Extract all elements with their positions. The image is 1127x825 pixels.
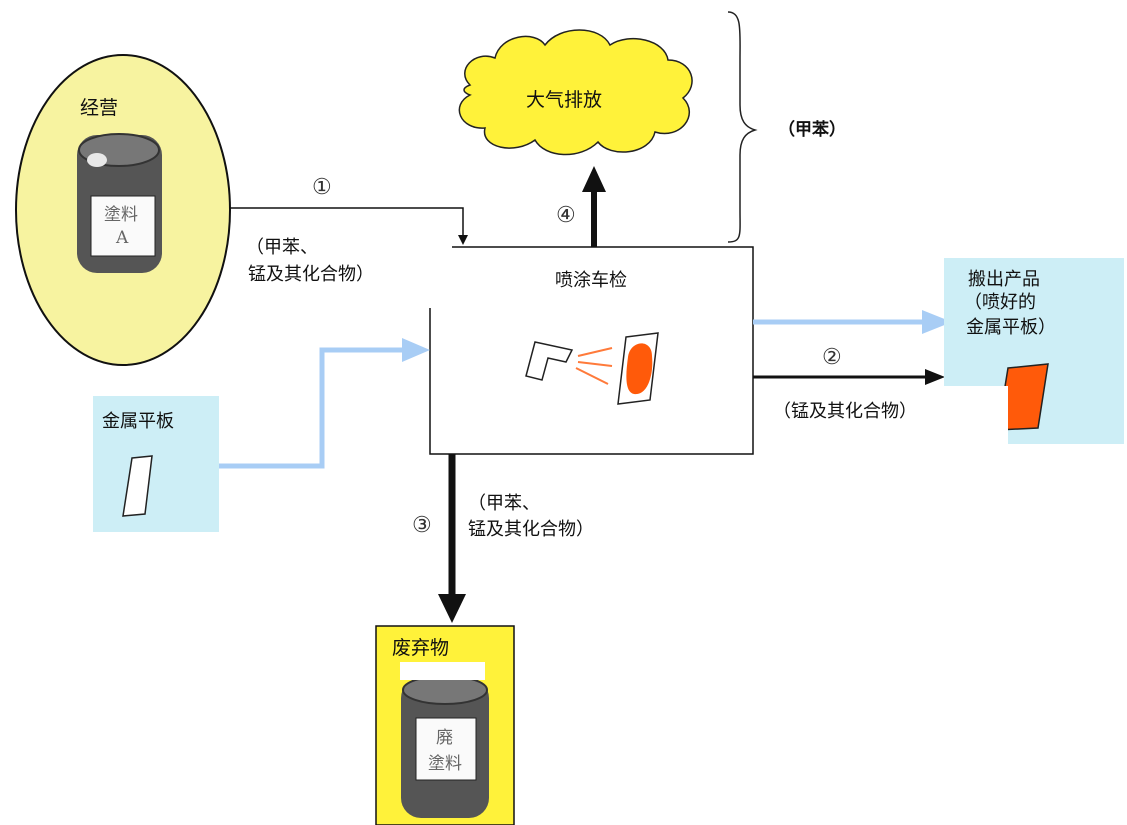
cloud-label: 大气排放 [526,89,603,111]
brace [727,11,758,243]
flow-1-label: （甲苯、 [246,237,318,258]
waste-can-label: 廃 [436,728,453,748]
process-box [429,246,754,455]
flow-arrow-1 [230,207,468,245]
flow-arrow-3-head [438,594,466,623]
input-plate-flow-head [402,338,430,362]
product-subtitle: （喷好的 [964,292,1036,313]
supplier-title: 经营 [80,97,119,119]
white-plate-icon [122,455,153,517]
paint-can-icon [77,133,162,273]
waste-can-label: 塗料 [428,754,462,774]
product-subtitle: 金属平板） [966,317,1056,338]
flow-number-1: ① [312,175,332,200]
product-title: 搬出产品 [968,269,1040,290]
flow-3-label: （甲苯、 [468,493,540,514]
sprayed-panel-icon [617,332,659,405]
label-backdrop [400,662,485,680]
flow-3-label: 锰及其化合物） [468,519,594,540]
waste-title: 废弃物 [392,637,450,659]
flow-2-label: （锰及其化合物） [773,401,917,422]
product-label-backdrop [944,258,1124,318]
label-backdrop [462,488,610,568]
label-backdrop [232,226,452,308]
spray-gun-icon [525,341,613,385]
input-plate-flow [218,347,408,469]
brace-label: （甲苯） [778,120,846,140]
flow-number-3: ③ [412,513,432,538]
flow-arrow-2-head [925,369,945,385]
output-product-flow-head [922,310,952,334]
label-backdrop [770,386,1008,444]
flow-number-2: ② [822,345,842,370]
input-plate-title: 金属平板 [102,411,174,432]
flow-1-label: 锰及其化合物） [248,264,374,285]
emission-cloud [458,29,693,156]
flow-number-4: ④ [556,203,576,228]
input-plate-box [93,396,219,532]
flow-arrow-4-head [582,166,606,192]
paint-can-label: A [116,228,129,248]
waste-can-icon [401,675,489,818]
paint-can-label: 塗料 [104,205,138,225]
process-title: 喷涂车检 [555,270,627,291]
